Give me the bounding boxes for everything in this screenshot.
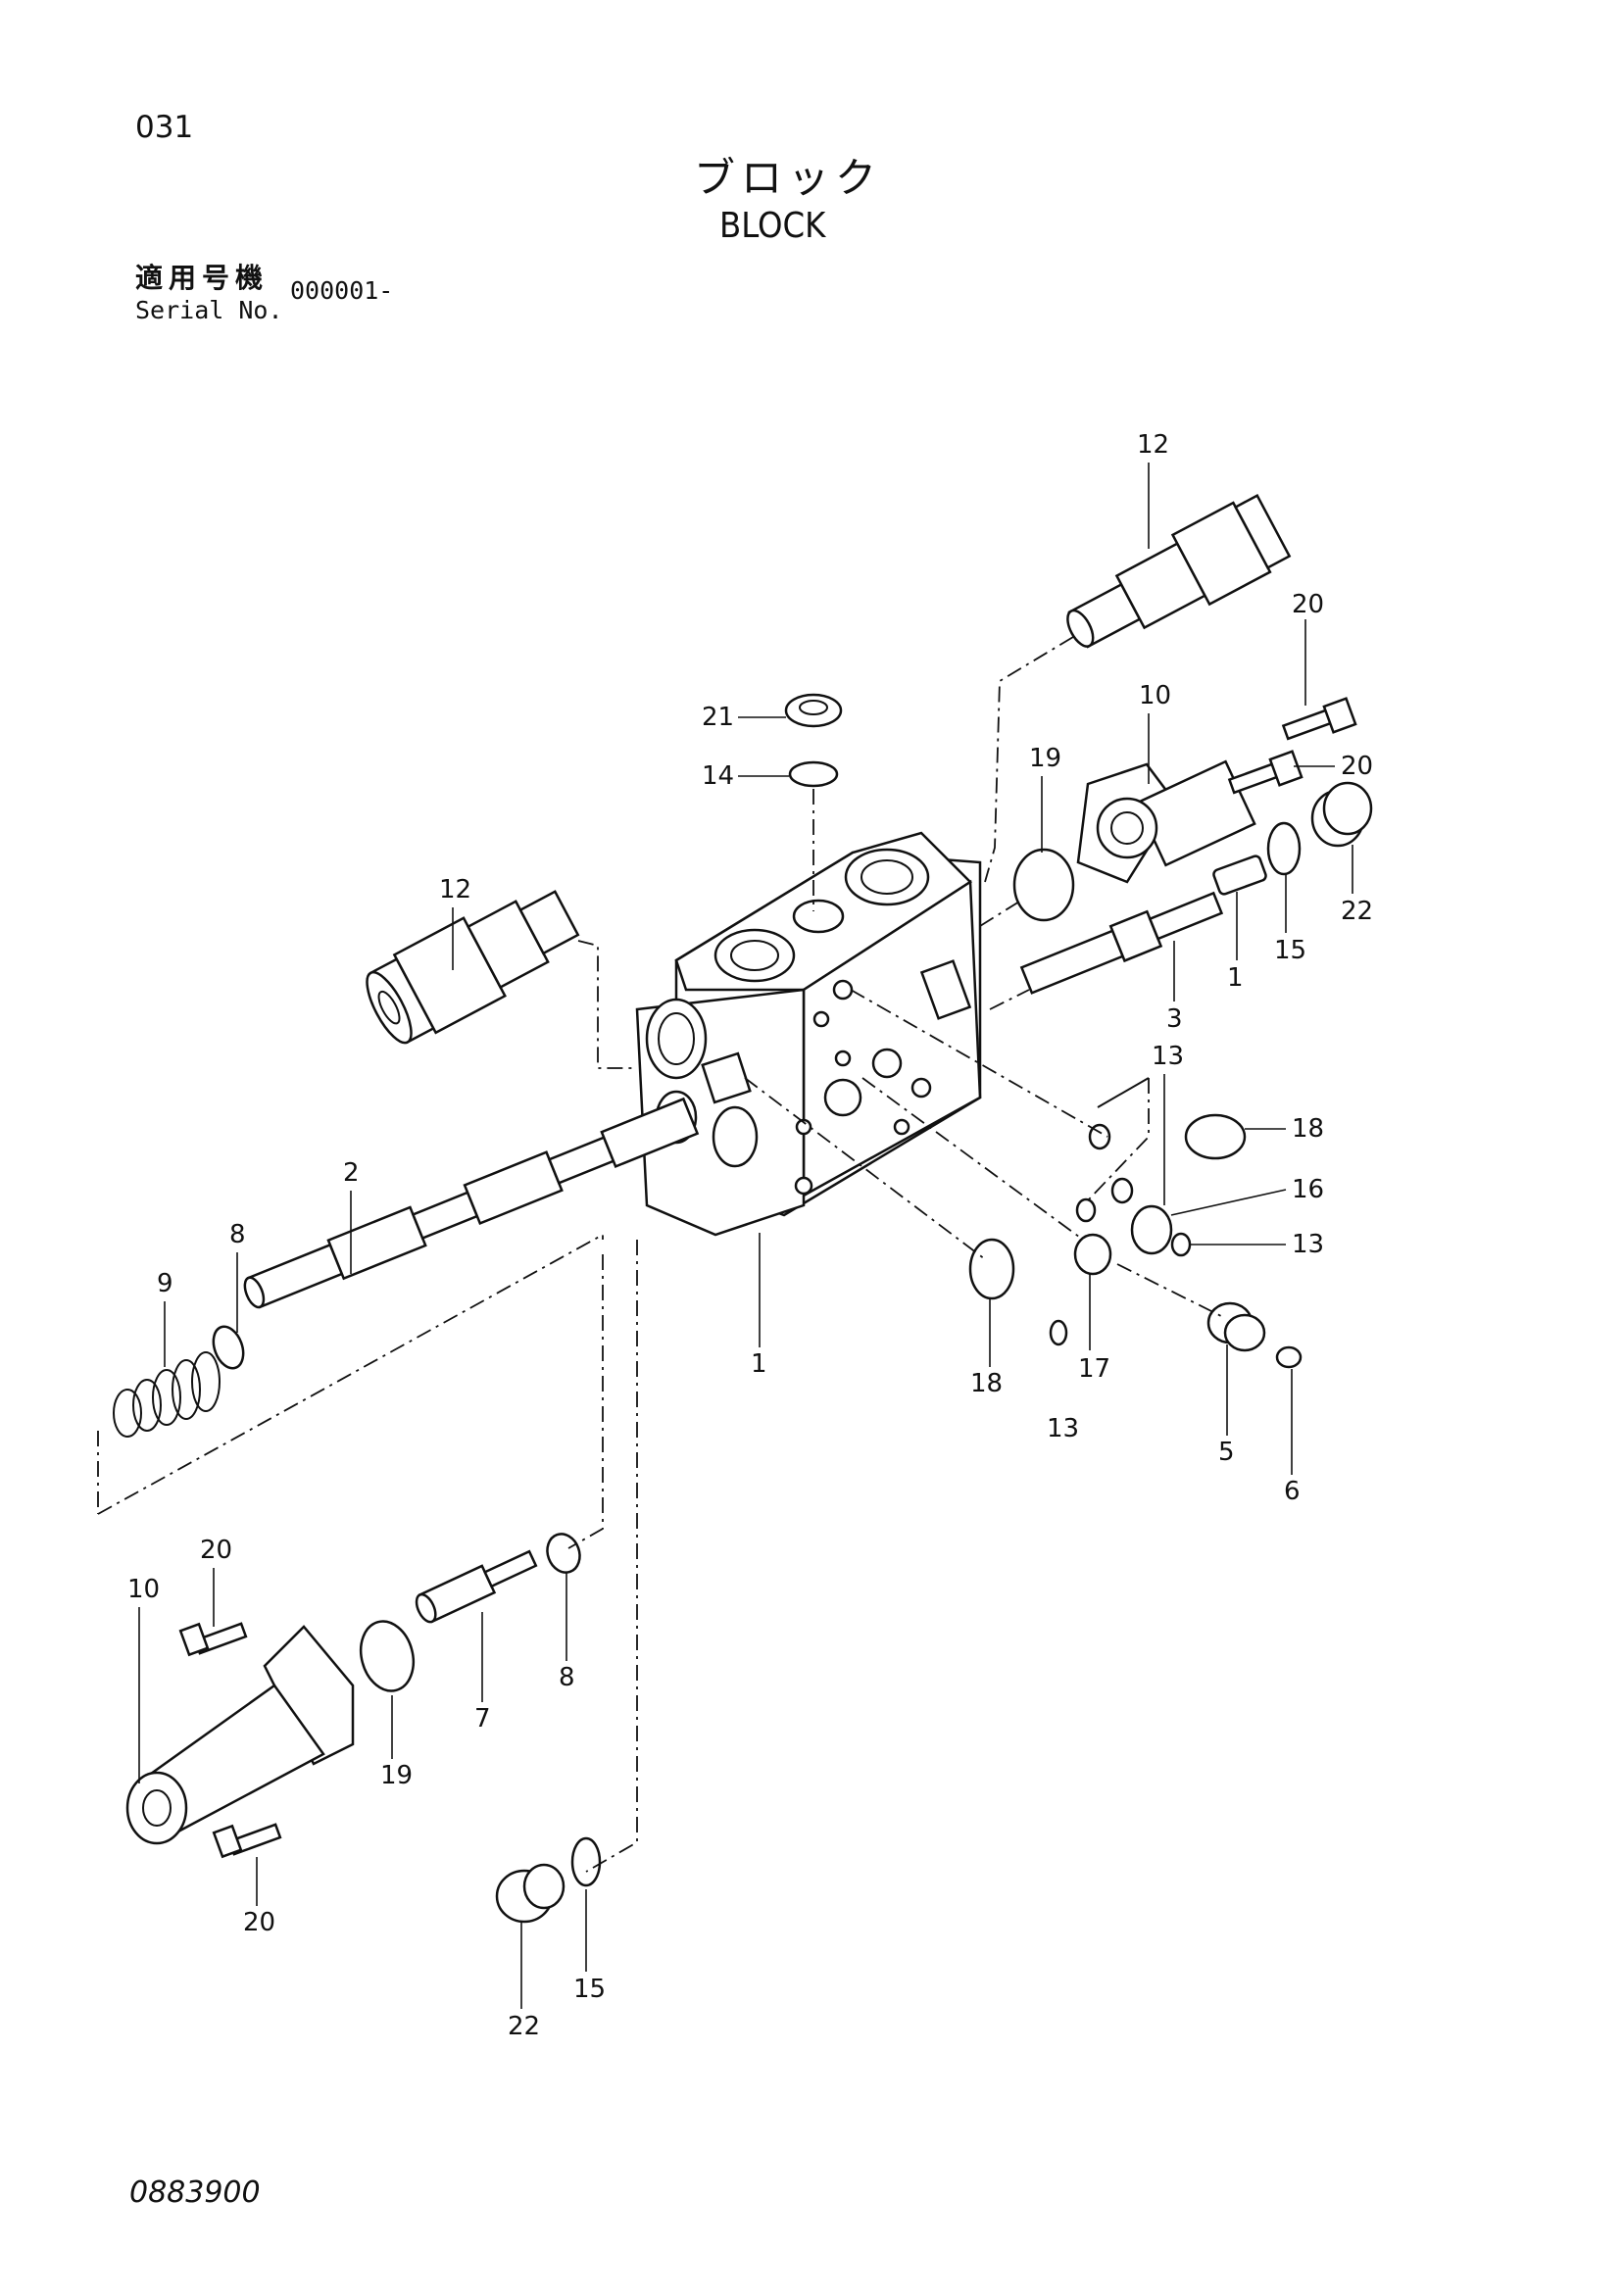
bolt-20-lower-a: [178, 1622, 248, 1657]
o-ring-19-lower: [359, 1620, 416, 1692]
bolt-20-upper-b: [1227, 750, 1303, 795]
callout-16: 16: [1292, 1175, 1324, 1204]
relief-valve-upper: [1066, 494, 1292, 649]
callout-8-upper: 8: [229, 1220, 246, 1249]
spool-2: [243, 1097, 700, 1309]
callout-22-lower: 22: [508, 2012, 540, 2041]
o-ring-14: [788, 760, 839, 788]
serial-label-english: Serial No.: [135, 296, 283, 324]
o-ring-15-upper: [1266, 821, 1302, 876]
cover-11: [1076, 759, 1256, 884]
o-ring-13-mid: [1110, 1177, 1134, 1204]
spool-3: [1019, 891, 1224, 995]
callout-labels: 12 20 10 20 19 22 15 1 3 13 18 16 13 17 …: [127, 430, 1373, 2041]
callout-5: 5: [1218, 1438, 1235, 1467]
washer-8-upper: [212, 1325, 245, 1370]
callout-20-c: 20: [200, 1536, 232, 1565]
bolt-20-lower-b: [212, 1823, 282, 1859]
o-ring-13-bottom: [1049, 1319, 1068, 1346]
o-ring-13-left: [1075, 1197, 1097, 1223]
plug-22-lower: [495, 1863, 566, 1924]
callout-15-upper: 15: [1274, 936, 1306, 965]
assembly-lines: [97, 636, 1226, 1873]
serial-number-range: 000001-: [290, 276, 394, 305]
relief-valve-left: [366, 890, 580, 1045]
spring-4: [1212, 855, 1267, 896]
callout-8-lower: 8: [559, 1663, 575, 1692]
spring-9: [113, 1351, 221, 1438]
plug-21: [784, 693, 843, 728]
callout-9: 9: [157, 1269, 173, 1298]
cover-10: [125, 1625, 355, 1845]
page-number: 031: [135, 110, 194, 145]
callout-20-a: 20: [1292, 590, 1324, 619]
valve-block-body: [635, 831, 982, 1237]
callout-12-left: 12: [439, 875, 471, 904]
document-number: 0883900: [129, 2175, 261, 2210]
plug-5: [1206, 1301, 1266, 1352]
plug-22-upper: [1310, 781, 1373, 848]
o-ring-13-right: [1170, 1232, 1192, 1257]
o-ring-17: [1073, 1233, 1112, 1276]
callout-22-upper: 22: [1341, 897, 1373, 926]
callout-13-upper: 13: [1152, 1042, 1184, 1071]
callout-2: 2: [343, 1158, 360, 1188]
callout-19-lower: 19: [380, 1761, 413, 1790]
serial-label-japanese: 適用号機: [135, 262, 270, 294]
callout-7: 7: [474, 1704, 491, 1734]
callout-12-top: 12: [1137, 430, 1169, 460]
bolt-20-upper-a: [1281, 697, 1357, 741]
callout-19-upper: 19: [1029, 744, 1061, 773]
callout-13-right: 13: [1292, 1230, 1324, 1259]
stopper-7: [415, 1549, 538, 1624]
spring-6: [1275, 1345, 1303, 1369]
callout-3: 3: [1166, 1004, 1183, 1034]
o-ring-13-upper: [1088, 1123, 1111, 1150]
callout-18-left: 18: [970, 1369, 1003, 1398]
callout-20-d: 20: [243, 1908, 275, 1937]
callout-21: 21: [702, 703, 734, 732]
callout-18-right: 18: [1292, 1114, 1324, 1144]
callout-15-lower: 15: [573, 1975, 606, 2004]
page-title-japanese: ブロック: [694, 154, 883, 202]
callout-4: 1: [1227, 963, 1244, 993]
page-title-english: BLOCK: [719, 206, 826, 246]
o-ring-15-lower: [570, 1836, 602, 1887]
callout-10: 10: [127, 1575, 160, 1604]
callout-20-b: 20: [1341, 752, 1373, 781]
callout-1: 1: [751, 1349, 767, 1379]
washer-8-lower: [546, 1533, 581, 1574]
callout-6: 6: [1284, 1477, 1301, 1506]
callout-11: 10: [1139, 681, 1171, 710]
callout-17: 17: [1078, 1354, 1110, 1384]
callout-14: 14: [702, 761, 734, 791]
o-ring-16: [1130, 1204, 1173, 1255]
o-ring-18-right: [1184, 1113, 1247, 1160]
o-ring-19-upper: [1012, 848, 1075, 922]
o-ring-18-left: [968, 1238, 1015, 1300]
callout-13-bottom: 13: [1047, 1414, 1079, 1443]
